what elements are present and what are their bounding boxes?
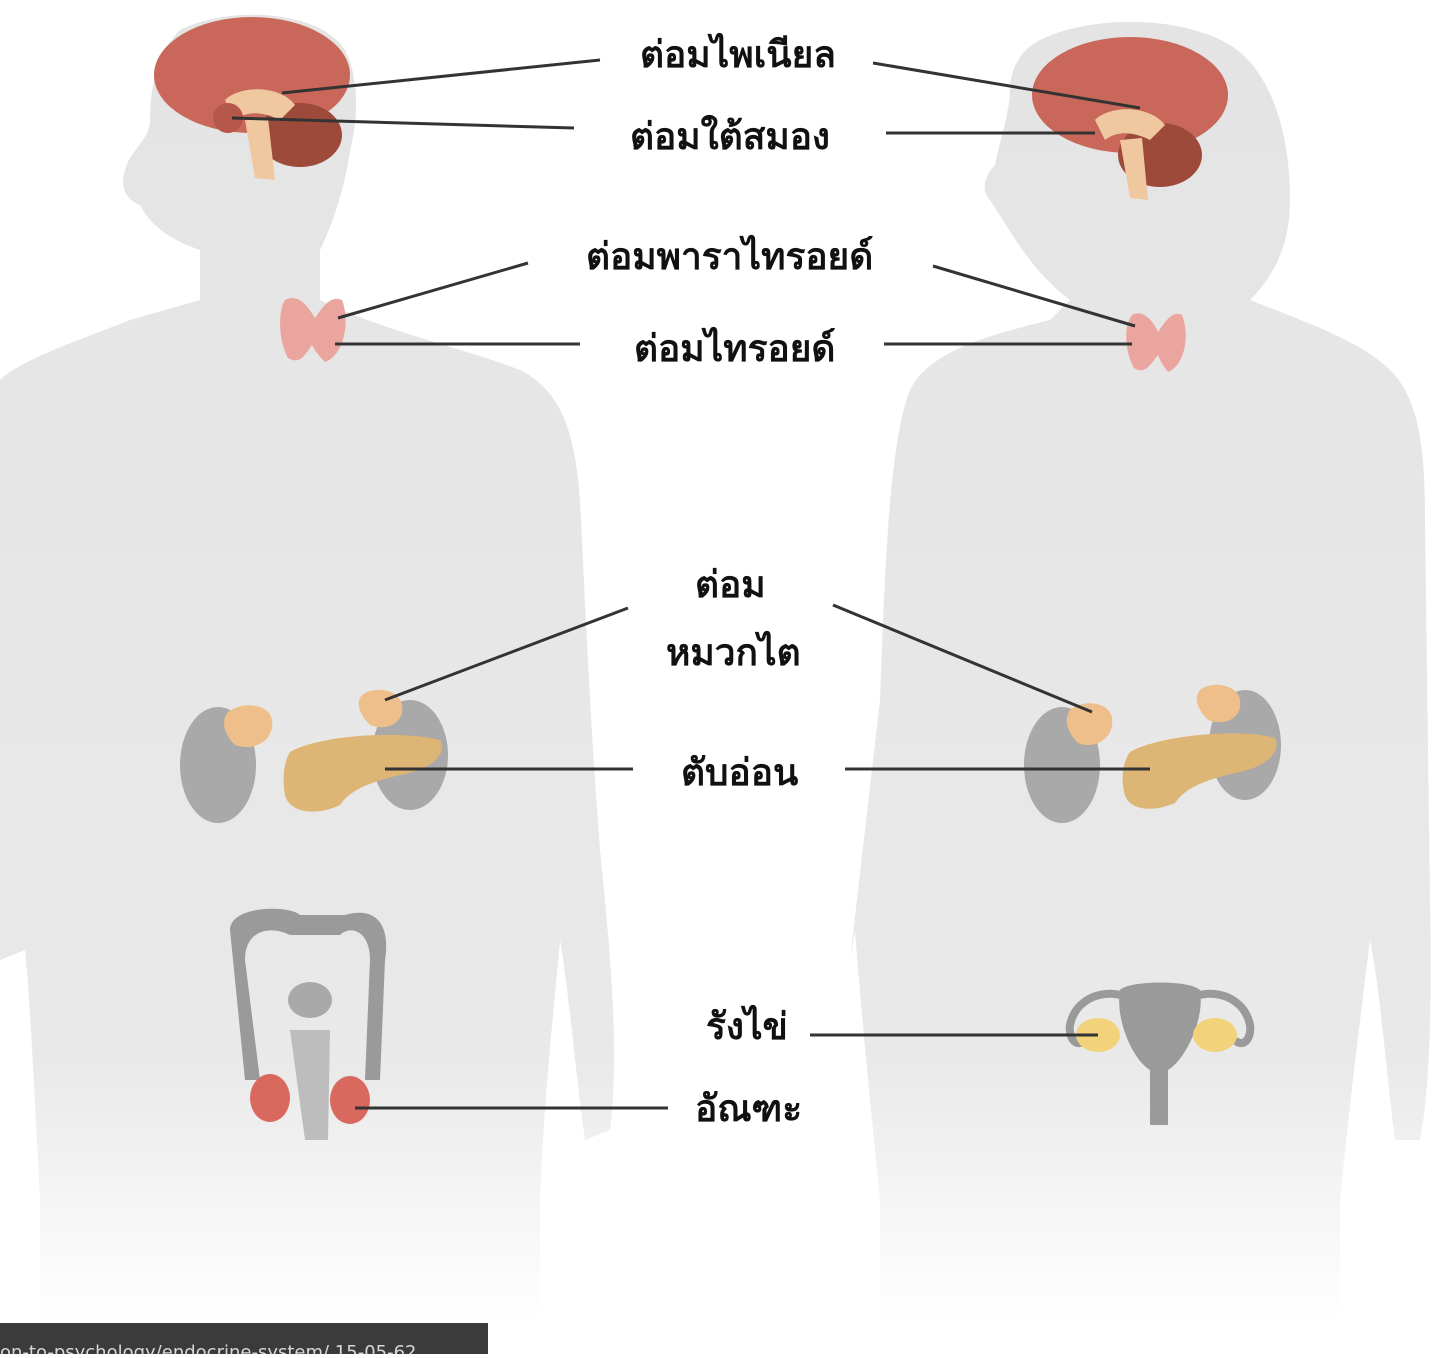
source-credit-text: on-to-psychology/endocrine-system/ 15-05… [0, 1342, 417, 1354]
label-adrenal-line1: ต่อม [695, 566, 766, 603]
label-pancreas: ตับอ่อน [681, 754, 798, 791]
label-pineal: ต่อมไพเนียล [640, 36, 836, 73]
label-pituitary: ต่อมใต้สมอง [630, 118, 830, 155]
label-adrenal-line2: หมวกไต [666, 634, 801, 671]
label-testis: อัณฑะ [695, 1090, 802, 1127]
line-parathyroid-male [338, 263, 528, 318]
label-thyroid: ต่อมไทรอยด์ [634, 330, 835, 367]
label-ovary: รังไข่ [706, 1008, 788, 1045]
source-credit-bar: on-to-psychology/endocrine-system/ 15-05… [0, 1323, 488, 1354]
female-silhouette [850, 22, 1431, 1320]
label-parathyroid: ต่อมพาราไทรอยด์ [586, 238, 873, 275]
